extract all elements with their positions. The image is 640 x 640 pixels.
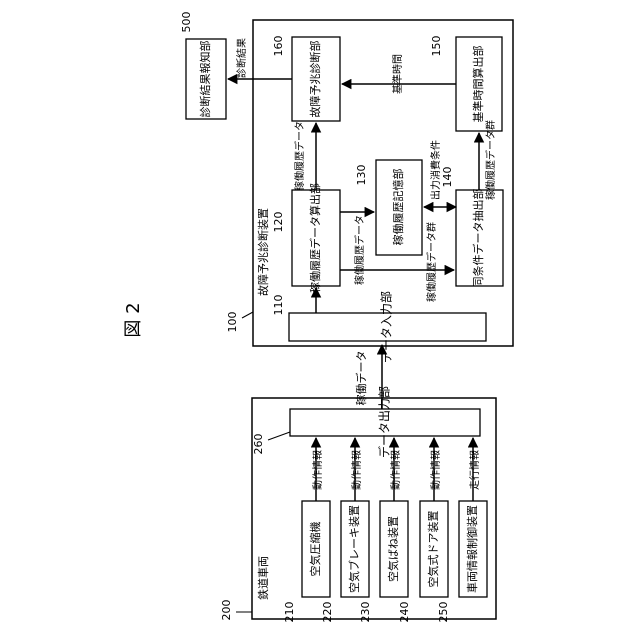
unit-name-240: 空気式ドア装置 [426,511,440,588]
data-output-unit-label: データ出力部 [377,386,392,458]
figure-title: 図 2 [123,302,144,337]
leader-100 [242,312,253,318]
signal-240: 動作情報 [429,450,442,490]
ref-110: 110 [272,295,285,316]
leader-260 [268,432,290,440]
ref-240: 240 [398,602,411,623]
signal-250: 走行情報 [468,450,481,490]
history-calc-unit-label: 稼働履歴データ算出部 [308,183,322,293]
ref-220: 220 [321,602,334,623]
edge-label-calc-to-diagnosis: 稼働履歴データ [293,121,306,191]
device-label: 故障予兆診断装置 [256,208,270,296]
ref-250: 250 [437,602,450,623]
ref-100: 100 [226,312,239,333]
edge-label-input-to-extract: 稼働履歴データ群 [425,222,438,302]
failure-diagnosis-unit-label: 故障予兆診断部 [308,41,322,118]
ref-130: 130 [355,165,368,186]
unit-name-230: 空気ばね装置 [386,516,400,582]
ref-230: 230 [359,602,372,623]
ref-200: 200 [220,600,233,621]
ref-120: 120 [272,212,285,233]
ref-150: 150 [430,36,443,57]
ref-500: 500 [180,12,193,33]
ref-210: 210 [283,602,296,623]
ref-260: 260 [252,434,265,455]
unit-name-210: 空気圧縮機 [308,522,322,577]
ref-160: 160 [272,36,285,57]
data-input-unit-label: データ入力部 [379,291,394,363]
same-condition-extract-unit-label: 同条件データ抽出部 [471,189,485,288]
signal-220: 動作情報 [350,450,363,490]
transfer-label: 稼働データ [354,351,368,406]
edge-label-extract-to-reference: 稼働履歴データ群 [484,120,497,200]
signal-210: 動作情報 [311,450,324,490]
history-storage-unit-label: 稼働履歴記憶部 [391,169,405,246]
edge-label-reference-to-diagnosis: 基準時間 [391,54,404,94]
unit-name-220: 空気ブレーキ装置 [347,505,361,593]
unit-group: 空気圧縮機 動作情報 210 空気ブレーキ装置 動作情報 220 空気ばね装置 … [283,438,487,623]
signal-230: 動作情報 [389,450,402,490]
edge-label-diagnosis-to-notify: 診断結果 [235,38,248,78]
edge-label-storage-to-extract: 出力消費条件 [429,140,442,200]
ref-140: 140 [441,167,454,188]
unit-name-250: 車両情報制御装置 [465,505,479,593]
edge-label-calc-to-storage: 稼働履歴データ [353,215,366,285]
railway-vehicle-label: 鉄道車両 [256,556,270,600]
reference-time-unit-label: 基準時間算出部 [471,46,485,123]
diagnosis-notify-unit-label: 診断結果報知部 [198,41,212,118]
